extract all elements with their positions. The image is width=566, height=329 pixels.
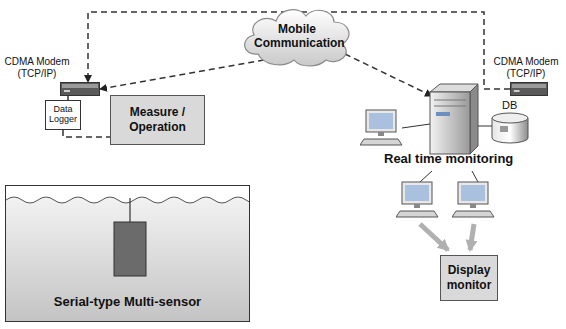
connector — [100, 60, 264, 89]
server-tower — [430, 84, 478, 154]
modem-label: CDMA Modem (TCP/IP) — [489, 56, 563, 79]
db-label: DB — [502, 99, 517, 111]
modem-icon: CDMA Modem (TCP/IP) — [510, 82, 548, 96]
node-text: Data Logger — [46, 105, 80, 125]
sensor-panel: Serial-type Multi-sensor — [5, 185, 250, 322]
modem-label: CDMA Modem (TCP/IP) — [0, 56, 74, 79]
wire — [472, 171, 478, 182]
node-text: Mobile Communication — [254, 22, 340, 51]
node-text: Measure / Operation — [115, 105, 200, 135]
process-box: Measure / Operation — [110, 95, 205, 145]
logger-box: Data Logger — [45, 100, 81, 130]
computer-icon — [452, 182, 494, 217]
gray-arrow — [420, 224, 448, 250]
wire — [420, 171, 432, 182]
data-link — [345, 54, 432, 96]
node-text: Display monitor — [445, 263, 493, 293]
wire — [402, 124, 430, 128]
modem-body — [510, 82, 548, 96]
connector — [63, 130, 110, 137]
database-cylinder — [492, 113, 528, 143]
cloud-shape: Mobile Communication — [238, 4, 356, 68]
modem-icon: CDMA Modem (TCP/IP) — [60, 82, 100, 96]
display-box: Display monitor — [440, 255, 498, 301]
wire — [478, 126, 492, 127]
computer-icon — [360, 110, 402, 145]
computer-icon — [396, 182, 438, 217]
node-text: Serial-type Multi-sensor — [6, 294, 249, 309]
modem-body — [60, 82, 100, 96]
gray-arrow — [470, 224, 474, 250]
monitoring-label: Real time monitoring — [384, 151, 513, 166]
